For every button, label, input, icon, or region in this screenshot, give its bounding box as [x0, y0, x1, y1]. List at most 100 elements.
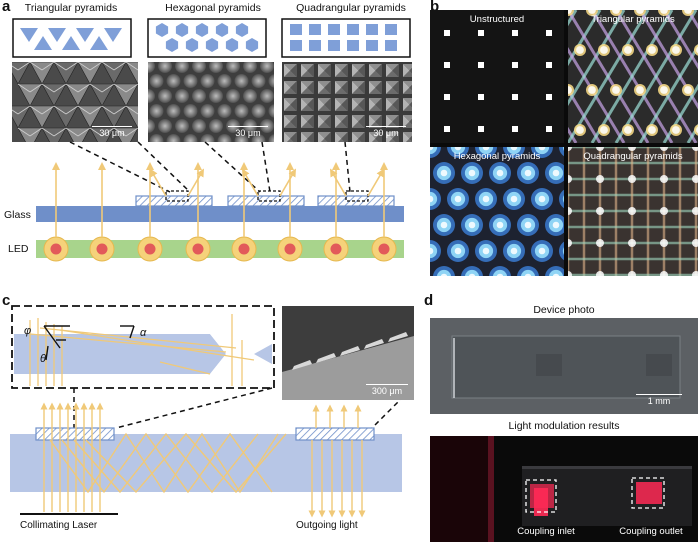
sem-pyramid	[352, 98, 365, 105]
device-photo: 1 mm	[430, 318, 698, 414]
sem-pyramid	[183, 104, 198, 118]
diffraction-spot	[512, 30, 518, 36]
diffraction-spot	[496, 169, 504, 177]
sem-pyramid	[243, 62, 257, 73]
sem-pyramid	[335, 81, 348, 88]
diffraction-spot	[478, 94, 484, 100]
guided-ray	[85, 432, 287, 494]
square-shape	[328, 40, 340, 51]
diffraction-spot	[552, 169, 560, 177]
sem-pyramid	[158, 62, 172, 73]
diffraction-spot	[468, 273, 476, 276]
theta-symbol: θ	[40, 353, 46, 365]
diffraction-spot	[468, 221, 476, 229]
sem-pyramid	[369, 81, 382, 88]
sem-pyramid	[386, 81, 399, 88]
diffraction-spot	[444, 94, 450, 100]
diffraction-spot	[660, 10, 668, 14]
diffraction-spot	[624, 46, 632, 54]
sem-pyramid	[352, 64, 365, 71]
sem-pyramid	[89, 127, 115, 142]
diffraction-spot	[684, 10, 692, 14]
sem-pyramid	[113, 83, 138, 107]
diffraction-spot	[524, 273, 532, 276]
sem-pyramid	[335, 98, 348, 105]
diffraction-spot	[600, 126, 608, 134]
diffraction-spot	[568, 10, 572, 14]
sem-pyramid	[77, 62, 103, 85]
panel-letter-b: b	[430, 0, 440, 15]
diffraction-spot	[568, 147, 572, 151]
sem-pyramid	[200, 104, 215, 118]
hexagon-shape	[175, 23, 189, 37]
sem-pyramid	[243, 89, 257, 103]
sem-pyramid	[192, 62, 206, 73]
diffraction-spot	[612, 10, 620, 14]
diffraction-spot	[430, 195, 434, 203]
diffraction-spot	[510, 147, 518, 151]
diffraction-spot	[628, 239, 636, 247]
diffraction-spot	[559, 189, 564, 209]
diffraction-spot	[588, 86, 596, 94]
sem-pyramid	[301, 64, 314, 71]
diffraction-spot	[696, 46, 698, 54]
sem-pyramid	[284, 81, 297, 88]
diffraction-spot	[546, 94, 552, 100]
phi-symbol: φ	[24, 325, 31, 337]
sem-pyramid	[125, 105, 138, 129]
diffraction-spot	[520, 269, 536, 276]
sem-pyramid	[65, 127, 91, 142]
guided-ray	[49, 432, 279, 494]
diffraction-spot	[478, 126, 484, 132]
sem-pyramid	[403, 132, 412, 139]
sem-pyramid	[352, 81, 365, 88]
square-shape	[366, 40, 378, 51]
square-shape	[328, 24, 340, 35]
outgoing-light-label: Outgoing light	[296, 520, 358, 531]
sem-pyramid	[12, 62, 31, 85]
diffraction-spot	[596, 239, 604, 247]
diffraction-spot	[694, 44, 698, 56]
diffraction-spot	[600, 46, 608, 54]
square-shape	[290, 24, 302, 35]
sem-pyramid	[166, 134, 181, 142]
diffraction-spot	[660, 175, 668, 183]
caption-triangular: Triangular pyramids	[24, 2, 118, 14]
diffraction-spot	[538, 147, 546, 151]
diffraction-spot	[430, 247, 434, 255]
hexagon-shape	[235, 23, 249, 37]
diffraction-hexagonal	[430, 147, 564, 276]
diffraction-line	[662, 10, 698, 70]
caption-quadrangular: Quadrangular pyramids	[296, 2, 406, 14]
diffraction-triangular	[568, 10, 698, 143]
diffraction-spot	[492, 269, 508, 276]
sem-pyramid	[251, 74, 266, 88]
hexagon-shape	[165, 38, 179, 52]
diffraction-spot	[430, 147, 434, 151]
diffraction-spot	[694, 124, 698, 136]
sem-pyramid	[29, 105, 55, 129]
sem-pyramid	[335, 132, 348, 139]
sem-triangular: 30 μm	[12, 62, 138, 142]
diffraction-spot	[444, 62, 450, 68]
label-hexagonal: Hexagonal pyramids	[453, 151, 541, 162]
sem-pyramid	[113, 127, 138, 142]
sem-pyramid	[335, 64, 348, 71]
diffraction-spot	[552, 221, 560, 229]
sem-pyramid	[192, 89, 206, 103]
alpha-symbol: α	[140, 327, 147, 339]
waveguide-schematic: φ θ α Collimating Laser Outgoing light	[10, 305, 405, 531]
diffraction-quadrangular	[568, 147, 698, 276]
sem-pyramid	[318, 132, 331, 139]
sem-pyramid	[53, 62, 79, 85]
diffracted-ray	[367, 168, 385, 197]
diffraction-spot	[450, 147, 466, 155]
square-shape	[347, 40, 359, 51]
diffraction-spot	[696, 126, 698, 134]
coupling-outlet-label: Coupling outlet	[619, 526, 683, 537]
sem-pyramid	[192, 119, 206, 133]
diffraction-spot	[596, 271, 604, 276]
sem-pyramid	[226, 62, 240, 73]
diffraction-spot	[440, 169, 448, 177]
diffraction-spot	[596, 207, 604, 215]
